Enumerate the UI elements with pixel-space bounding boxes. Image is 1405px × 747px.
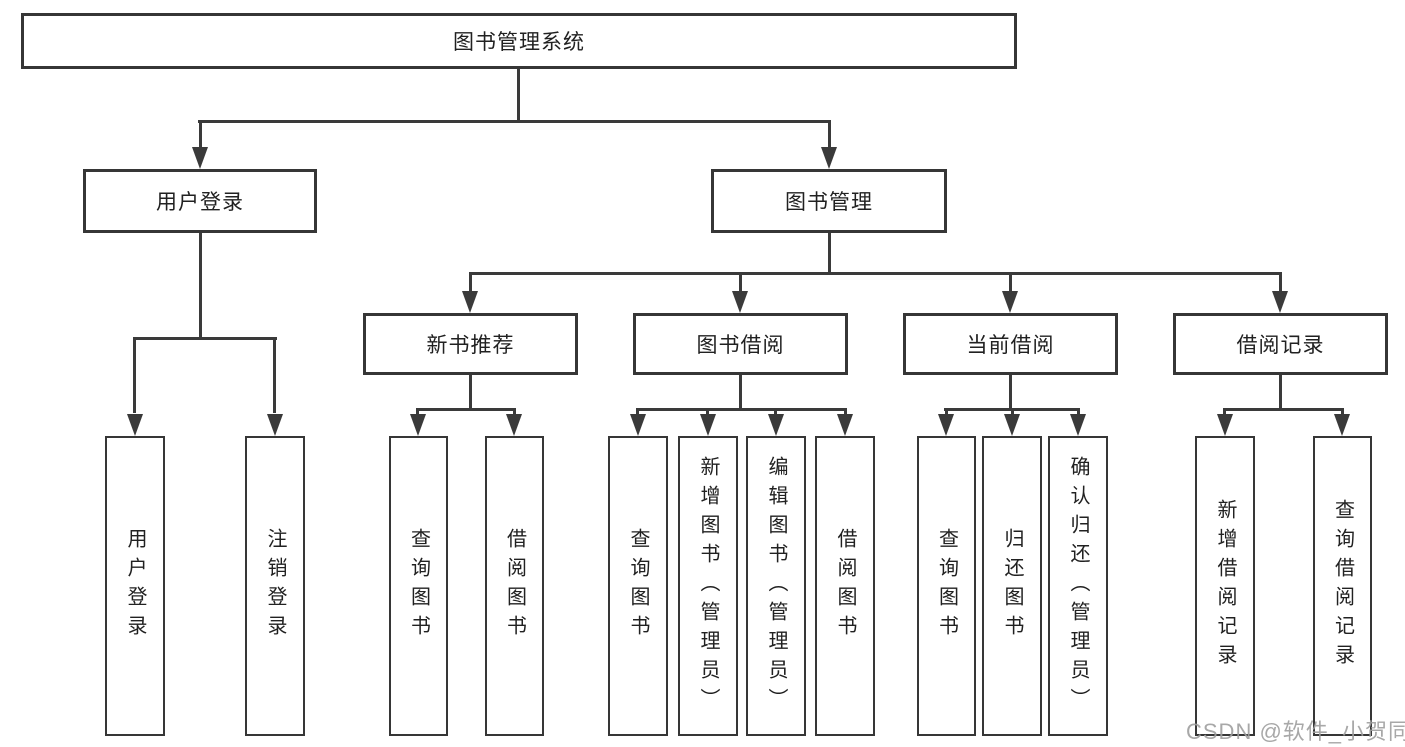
arrowhead-icon xyxy=(462,291,478,313)
leaf-add-books-admin: 新增图书（管理员） xyxy=(678,436,738,736)
connector-line xyxy=(1009,272,1012,292)
arrowhead-icon xyxy=(1272,291,1288,313)
connector-line xyxy=(416,408,419,418)
node-book-borrowing: 图书借阅 xyxy=(633,313,848,375)
connector-line xyxy=(636,408,847,411)
arrowhead-icon xyxy=(267,414,283,436)
arrowhead-icon xyxy=(938,414,954,436)
node-borrowing-records: 借阅记录 xyxy=(1173,313,1388,375)
leaf-user-login: 用户登录 xyxy=(105,436,165,736)
connector-line xyxy=(1223,408,1344,411)
arrowhead-icon xyxy=(192,147,208,169)
leaf-query-books-current: 查询图书 xyxy=(917,436,976,736)
leaf-borrow-books-recommend: 借阅图书 xyxy=(485,436,544,736)
connector-line xyxy=(1011,408,1014,418)
connector-line xyxy=(1279,375,1282,410)
csdn-watermark: CSDN @软件_小贺同学 xyxy=(1186,719,1405,744)
connector-line xyxy=(945,408,948,418)
connector-line xyxy=(517,69,520,122)
arrowhead-icon xyxy=(1002,291,1018,313)
connector-line xyxy=(199,233,202,339)
node-library-management-system: 图书管理系统 xyxy=(21,13,1017,69)
connector-line xyxy=(1223,408,1226,418)
arrowhead-icon xyxy=(1217,414,1233,436)
connector-line xyxy=(198,120,831,123)
connector-line xyxy=(1279,272,1282,292)
arrowhead-icon xyxy=(732,291,748,313)
leaf-confirm-return-admin: 确认归还（管理员） xyxy=(1048,436,1108,736)
connector-line xyxy=(1009,375,1012,410)
connector-line xyxy=(199,120,202,150)
arrowhead-icon xyxy=(700,414,716,436)
leaf-logout: 注销登录 xyxy=(245,436,305,736)
arrowhead-icon xyxy=(1334,414,1350,436)
leaf-query-borrow-record: 查询借阅记录 xyxy=(1313,436,1372,736)
leaf-edit-books-admin: 编辑图书（管理员） xyxy=(746,436,806,736)
arrowhead-icon xyxy=(821,147,837,169)
connector-line xyxy=(706,408,709,418)
connector-line xyxy=(416,408,516,411)
connector-line xyxy=(739,375,742,410)
connector-line xyxy=(469,272,1282,275)
connector-line xyxy=(828,233,831,274)
node-current-borrowing: 当前借阅 xyxy=(903,313,1118,375)
arrowhead-icon xyxy=(837,414,853,436)
connector-line xyxy=(133,337,277,340)
arrowhead-icon xyxy=(410,414,426,436)
connector-line xyxy=(469,375,472,410)
connector-line xyxy=(469,272,472,292)
leaf-query-books-borrow: 查询图书 xyxy=(608,436,668,736)
connector-line xyxy=(1341,408,1344,418)
arrowhead-icon xyxy=(630,414,646,436)
arrowhead-icon xyxy=(1004,414,1020,436)
arrowhead-icon xyxy=(768,414,784,436)
connector-line xyxy=(513,408,516,418)
arrowhead-icon xyxy=(506,414,522,436)
node-user-login: 用户登录 xyxy=(83,169,317,233)
connector-line xyxy=(828,120,831,150)
arrowhead-icon xyxy=(127,414,143,436)
connector-line xyxy=(739,272,742,292)
connector-line xyxy=(273,337,276,413)
connector-line xyxy=(636,408,639,418)
leaf-query-books-recommend: 查询图书 xyxy=(389,436,448,736)
connector-line xyxy=(774,408,777,418)
node-new-book-recommendation: 新书推荐 xyxy=(363,313,578,375)
leaf-borrow-books: 借阅图书 xyxy=(815,436,875,736)
connector-line xyxy=(133,337,136,413)
leaf-return-books: 归还图书 xyxy=(982,436,1042,736)
leaf-add-borrow-record: 新增借阅记录 xyxy=(1195,436,1255,736)
arrowhead-icon xyxy=(1070,414,1086,436)
connector-line xyxy=(844,408,847,418)
node-book-management: 图书管理 xyxy=(711,169,947,233)
connector-line xyxy=(1077,408,1080,418)
